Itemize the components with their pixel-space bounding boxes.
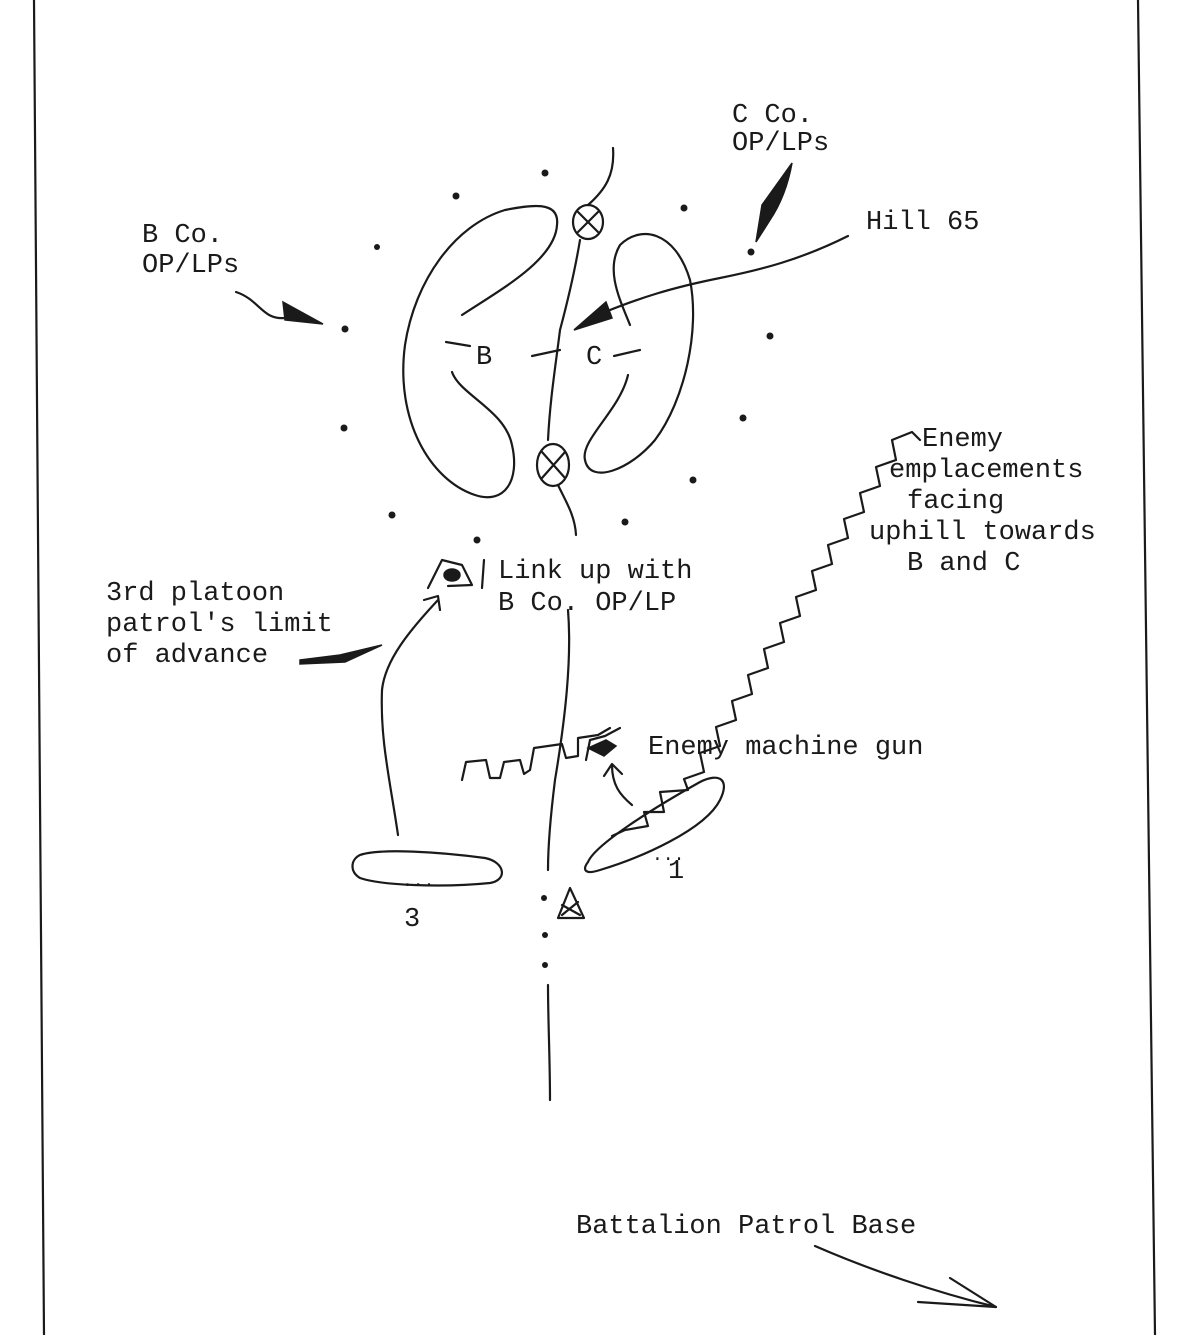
platoon-3-label: 3 [404,905,420,935]
limit-of-advance-line3: of advance [106,641,268,671]
hill-c-label: C [586,343,602,373]
crossed-circle-icon [535,442,571,488]
main-trail [546,608,571,872]
hill-label: Hill 65 [866,208,979,238]
limit-of-advance-arrow [299,644,383,665]
enemy-emplacements-line2: emplacements [889,456,1083,486]
enemy-emplacements-line3: facing [907,487,1004,517]
b-co-pointer-line [234,290,287,320]
hill-c-outline [583,232,695,474]
hill-leader-line [603,234,850,314]
c-co-pointer-arrow [755,162,793,243]
enemy-emplacements-line1: Enemy [922,425,1003,455]
hill-b-label: B [476,343,492,373]
machine-gun-icon [584,726,622,762]
third-platoon-route [380,598,440,837]
limit-of-advance-line1: 3rd platoon [106,579,284,609]
platoon-1-arrowhead [602,762,624,778]
c-co-label-line1: C Co. [732,101,813,131]
patrol-base-label: Battalion Patrol Base [576,1212,916,1242]
left-border-line [32,0,46,1337]
platoon-1-position [584,776,725,874]
third-platoon-route-arrowhead [422,594,442,612]
c-co-label-line2: OP/LPs [732,129,829,159]
crossed-circle-icon [571,203,605,241]
command-post-triangle-icon [556,886,586,920]
link-up-label-line1: Link up with [498,557,692,587]
link-up-label-line2: B Co. OP/LP [498,589,676,619]
op-lp-dots [340,169,774,544]
enemy-emplacements-line5: B and C [907,549,1020,579]
trail-dots [541,895,548,968]
central-trail [546,146,615,537]
machine-gun-trench [460,726,612,782]
b-co-pointer-arrow [282,300,324,325]
position-dash [444,340,472,348]
link-up-marker-icon [426,558,486,590]
enemy-emplacements-line4: uphill towards [869,518,1096,548]
platoon-1-dots: ... [652,846,684,866]
b-co-label-line1: B Co. [142,221,223,251]
machine-gun-label: Enemy machine gun [648,733,923,763]
position-dash [612,348,642,358]
hill-leader-arrow [573,300,613,331]
right-border-line [1136,0,1157,1337]
b-co-label-line2: OP/LPs [142,251,239,281]
limit-of-advance-line2: patrol's limit [106,610,333,640]
platoon-1-label: 1 [668,857,684,887]
platoon-3-position [351,850,503,887]
hill-b-outline [402,204,559,499]
patrol-base-arrowhead [916,1276,998,1309]
platoon-3-dots: ... [402,872,434,892]
enemy-emplacement-line [610,430,922,838]
patrol-base-arrow-shaft [813,1244,998,1309]
south-trail [546,983,552,1102]
position-dash [530,348,562,358]
platoon-1-attack-arrow [610,763,634,807]
